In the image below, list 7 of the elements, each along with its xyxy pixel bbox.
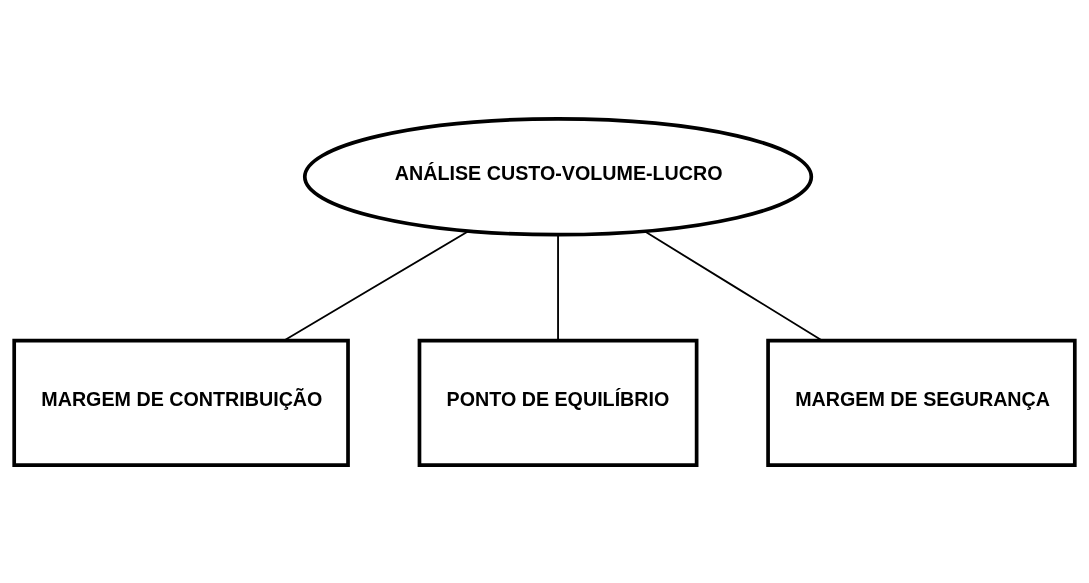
connector xyxy=(283,229,470,341)
node-box: MARGEM DE SEGURANÇA xyxy=(766,338,1077,467)
connector xyxy=(643,229,823,341)
node-ellipse: ANÁLISE CUSTO-VOLUME-LUCRO xyxy=(302,116,814,237)
node-box: PONTO DE EQUILÍBRIO xyxy=(417,338,699,467)
connector xyxy=(557,233,559,341)
node-box: MARGEM DE CONTRIBUIÇÃO xyxy=(12,338,350,467)
